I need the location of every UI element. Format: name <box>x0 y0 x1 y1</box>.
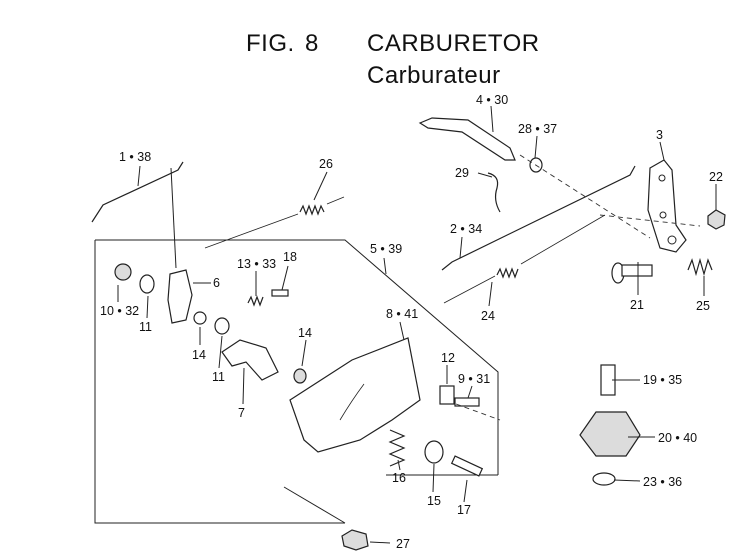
part-10-bushing <box>114 263 132 281</box>
part-2-rod <box>441 165 636 271</box>
part-22-nut <box>707 209 726 230</box>
callout-19-35: 19 • 35 <box>643 373 682 387</box>
part-21-bolt <box>611 262 653 284</box>
callout-4-30: 4 • 30 <box>476 93 508 107</box>
callout-2-34: 2 • 34 <box>450 222 482 236</box>
callout-14a: 14 <box>192 348 206 362</box>
part-11-washer-a <box>139 274 155 294</box>
part-15-cap <box>424 440 444 464</box>
fig-label: FIG. <box>246 30 295 57</box>
part-3-bracket <box>647 159 687 253</box>
callout-22: 22 <box>709 170 723 184</box>
part-16-spring <box>388 429 406 467</box>
callout-11a: 11 <box>139 320 152 334</box>
callout-18: 18 <box>283 250 297 264</box>
callout-3: 3 <box>656 128 663 142</box>
callout-6: 6 <box>213 276 220 290</box>
fig-number: 8 <box>305 30 319 57</box>
part-8-slot <box>339 383 365 421</box>
callout-25: 25 <box>696 299 710 313</box>
part-27-bolt <box>341 529 369 551</box>
part-24-rod-spring <box>443 214 606 304</box>
callout-23-36: 23 • 36 <box>643 475 682 489</box>
callout-13-33: 13 • 33 <box>237 257 276 271</box>
callout-9-31: 9 • 31 <box>458 372 490 386</box>
part-4-lever <box>418 117 516 161</box>
callout-16: 16 <box>392 471 406 485</box>
callout-10-32: 10 • 32 <box>100 304 139 318</box>
part-25-spring <box>687 257 713 277</box>
part-12-clip <box>439 385 455 405</box>
part-13-spring <box>247 295 264 307</box>
callout-24: 24 <box>481 309 495 323</box>
title-fr: Carburateur <box>367 62 501 89</box>
callout-29: 29 <box>455 166 469 180</box>
callout-8-41: 8 • 41 <box>386 307 418 321</box>
part-9-screw <box>454 397 480 407</box>
alignment-lines <box>455 154 701 421</box>
callout-11b: 11 <box>212 370 225 384</box>
part-23-washer <box>592 472 616 486</box>
callout-7: 7 <box>238 406 245 420</box>
part-6-lever <box>167 269 193 324</box>
callout-17: 17 <box>457 503 471 517</box>
callout-12: 12 <box>441 351 455 365</box>
part-8-plate <box>289 337 421 453</box>
callout-5-39: 5 • 39 <box>370 242 402 256</box>
part-18-screw <box>271 289 289 297</box>
callout-14b: 14 <box>298 326 312 340</box>
part-17-bolt <box>450 455 484 477</box>
part-29-clip <box>487 172 501 213</box>
part-26-rod-spring <box>204 196 345 249</box>
callout-27: 27 <box>396 537 410 551</box>
callout-20-40: 20 • 40 <box>658 431 697 445</box>
callout-1-38: 1 • 38 <box>119 150 151 164</box>
leader-lines <box>117 105 717 544</box>
part-1-rod <box>91 161 184 269</box>
callout-26: 26 <box>319 157 333 171</box>
part-7-lever <box>221 339 279 381</box>
callout-labels: 1 • 38 26 4 • 30 28 • 37 3 29 22 2 • 34 … <box>100 93 723 551</box>
part-14-washer-a <box>193 311 207 325</box>
callout-15: 15 <box>427 494 441 508</box>
title-en: CARBURETOR <box>367 30 540 57</box>
callout-28-37: 28 • 37 <box>518 122 557 136</box>
part-11-washer-b <box>214 317 230 335</box>
part-14-washer-b <box>293 368 307 384</box>
part-20-gear <box>579 411 641 457</box>
callout-21: 21 <box>630 298 644 312</box>
